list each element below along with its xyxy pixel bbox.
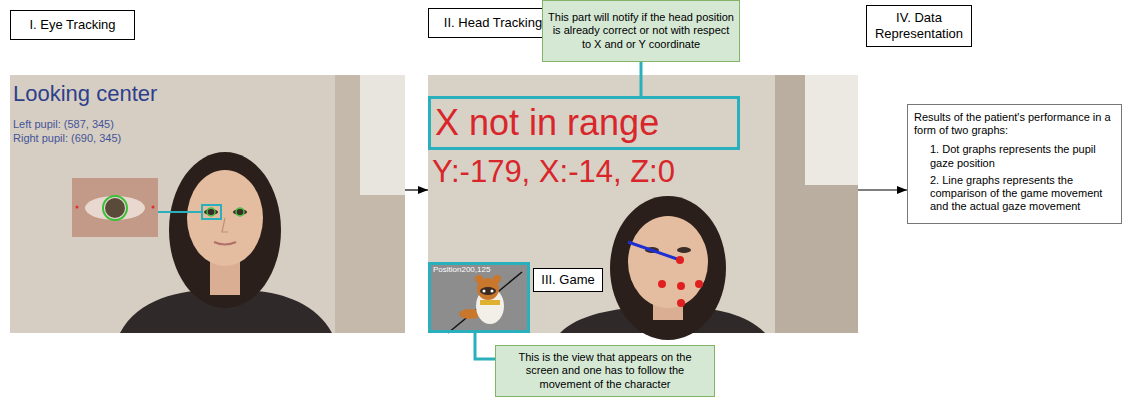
note-callout: This part will notify if the head positi… — [542, 0, 740, 62]
callout-leader — [475, 333, 495, 359]
stage-label: I. Eye Tracking — [10, 10, 135, 40]
wall — [10, 75, 405, 333]
camera-panel: Looking centerLeft pupil: (587, 345) Righ… — [10, 75, 405, 333]
window — [805, 75, 858, 185]
label-text: III. Game — [541, 272, 594, 288]
character-belt — [480, 300, 500, 305]
hair — [169, 152, 281, 308]
head-direction-line — [628, 242, 680, 260]
door — [775, 75, 858, 333]
gaze-status: Looking center — [13, 81, 157, 107]
status-box: X not in range — [428, 96, 740, 150]
results-item: 1. Dot graphs represents the pupil gaze … — [930, 143, 1115, 169]
landmark-dot — [676, 256, 684, 264]
stage-label: III. Game — [533, 268, 603, 292]
eye-corner-dot — [76, 206, 79, 209]
nose — [222, 218, 228, 232]
character-eye — [483, 290, 486, 293]
status-text: X not in range — [435, 103, 659, 143]
eye-inset — [72, 178, 158, 237]
face — [187, 170, 263, 266]
mouth — [214, 242, 236, 245]
window — [360, 75, 405, 195]
stage-label: IV. Data Representation — [866, 5, 972, 47]
flow-arrow — [858, 189, 907, 190]
eye-corner-dot — [152, 206, 155, 209]
game-position: Position200,125 — [433, 266, 525, 275]
pupil-ring — [103, 196, 127, 220]
camera-panel: Y:-179, X:-14, Z:0 X not in rangePosition… — [428, 75, 858, 333]
results-item: 2. Line graphs represents the comparison… — [930, 174, 1115, 214]
landmark-dot — [677, 282, 685, 290]
callout-leader — [640, 62, 643, 96]
eye-white — [85, 196, 145, 220]
landmark-dot — [695, 280, 703, 288]
label-text: II. Head Tracking — [444, 15, 542, 31]
pupil-coords: Left pupil: (587, 345) — [13, 118, 114, 130]
eye-marker — [202, 205, 221, 219]
wall-shade — [335, 75, 405, 333]
eye — [677, 247, 691, 253]
game-view: Position200,125 — [428, 262, 530, 333]
note-callout: This is the view that appears on the scr… — [495, 345, 715, 397]
inset-leader — [158, 211, 202, 213]
eye — [233, 209, 247, 215]
character-head — [477, 278, 499, 300]
head-angles: Y:-179, X:-14, Z:0 — [432, 155, 675, 189]
landmark-dot — [658, 280, 666, 288]
hair — [610, 196, 726, 340]
label-text: I. Eye Tracking — [30, 17, 116, 33]
face — [628, 216, 708, 308]
game-track — [448, 272, 522, 333]
pupil-mark — [207, 208, 215, 216]
game-ground — [428, 262, 530, 333]
pupil-coords: Right pupil: (690, 345) — [13, 132, 121, 144]
pupil-mark — [236, 208, 244, 216]
results-box: Results of the patient's performance in … — [907, 104, 1122, 224]
character-mask — [480, 287, 496, 295]
stage-label: II. Head Tracking — [428, 8, 558, 38]
iris — [105, 198, 125, 218]
note-text: This is the view that appears on the scr… — [501, 351, 709, 391]
flow-arrow — [405, 189, 428, 190]
label-text: IV. Data Representation — [871, 10, 967, 41]
note-text: This part will notify if the head positi… — [548, 11, 734, 51]
landmark-dot — [677, 299, 685, 307]
eye — [204, 209, 218, 215]
results-intro: Results of the patient's performance in … — [914, 111, 1115, 137]
character-eye — [491, 290, 494, 293]
